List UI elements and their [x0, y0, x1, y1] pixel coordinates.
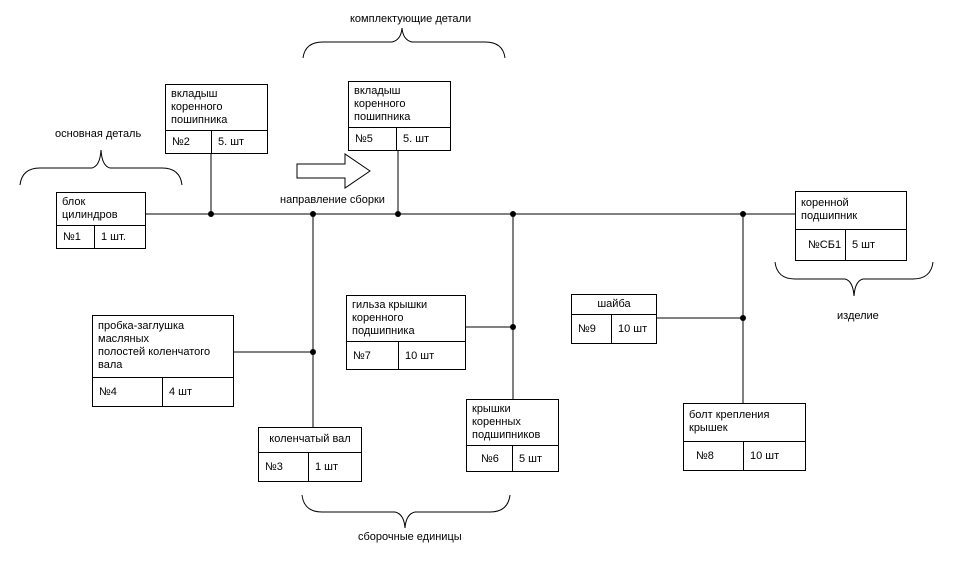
brace-main-part — [19, 149, 183, 186]
part-box-p3: коленчатый вал №3 1 шт — [258, 427, 362, 482]
part-box-p8: болт крепления крышек №8 10 шт — [683, 403, 806, 471]
label-product: изделие — [837, 310, 879, 322]
part-box-sb1: коренной подшипник №СБ1 5 шт — [795, 191, 907, 261]
part-quantity: 10 шт — [405, 349, 435, 362]
part-title: вкладыш коренного пошипника — [166, 85, 267, 131]
part-box-p1: блок цилиндров №1 1 шт. — [56, 192, 146, 249]
part-box-p9: шайба №9 10 шт — [571, 294, 657, 344]
junction-dot — [310, 349, 316, 355]
part-title: вкладыш коренного пошипника — [349, 82, 450, 128]
part-box-p4: пробка-заглушка масляных полостей коленч… — [92, 315, 234, 407]
part-number: №3 — [259, 453, 309, 481]
brace-assembly-units — [301, 494, 511, 529]
part-quantity: 5 шт — [852, 239, 876, 251]
part-number: №8 — [684, 442, 744, 470]
junction-dot — [395, 211, 401, 217]
part-number: №1 — [57, 226, 95, 248]
brace-components — [302, 27, 506, 59]
part-box-p7: гильза крышки коренного подшипника №7 10… — [346, 295, 466, 370]
label-components: комплектующие детали — [350, 13, 472, 25]
part-quantity: 5 шт — [519, 452, 543, 465]
junction-dot — [208, 211, 214, 217]
part-box-p5: вкладыш коренного пошипника №5 5. шт — [348, 81, 451, 151]
part-quantity: 4 шт — [169, 386, 193, 398]
junction-dot — [740, 211, 746, 217]
part-quantity: 10 шт — [750, 450, 780, 462]
part-quantity: 5. шт — [218, 136, 245, 148]
part-number: №2 — [166, 131, 212, 153]
label-main-part: основная деталь — [55, 128, 142, 140]
part-quantity: 10 шт — [618, 323, 648, 335]
label-assembly-units: сборочные единицы — [358, 531, 462, 543]
part-number: №6 — [467, 446, 513, 471]
part-box-p6: крышки коренных подшипников №6 5 шт — [466, 399, 559, 472]
part-title: коренной подшипник — [796, 192, 906, 230]
part-quantity: 1 шт — [315, 461, 339, 473]
part-title: пробка-заглушка масляных полостей коленч… — [93, 316, 233, 378]
part-box-p2: вкладыш коренного пошипника №2 5. шт — [165, 84, 268, 154]
part-title: болт крепления крышек — [684, 404, 805, 442]
junction-dot — [510, 211, 516, 217]
part-number: №4 — [93, 378, 163, 406]
part-title: коленчатый вал — [259, 428, 361, 453]
part-title: шайба — [572, 295, 656, 315]
part-number: №7 — [347, 342, 399, 369]
junction-dot — [310, 211, 316, 217]
brace-product — [774, 261, 934, 297]
part-number: №5 — [349, 128, 397, 150]
label-assembly-direction: направление сборки — [280, 194, 385, 206]
part-quantity: 5. шт — [403, 133, 430, 145]
part-number: №9 — [572, 315, 612, 343]
part-title: блок цилиндров — [57, 193, 145, 226]
junction-dot — [740, 315, 746, 321]
part-title: гильза крышки коренного подшипника — [347, 296, 465, 342]
part-title: крышки коренных подшипников — [467, 400, 558, 446]
part-number: №СБ1 — [796, 230, 846, 260]
assembly-direction-arrow — [296, 153, 371, 189]
junction-dot — [510, 324, 516, 330]
part-quantity: 1 шт. — [101, 231, 126, 243]
